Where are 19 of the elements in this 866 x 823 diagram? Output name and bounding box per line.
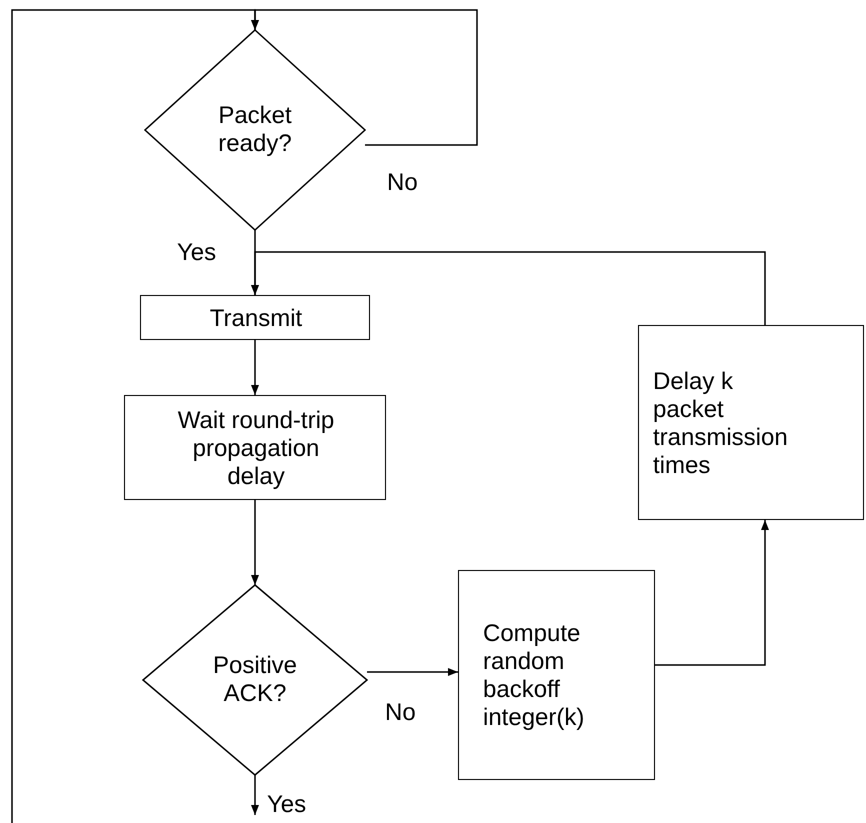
node-text: Compute random backoff integer(k) bbox=[483, 620, 586, 732]
process-box bbox=[638, 325, 864, 520]
arrow bbox=[655, 520, 769, 666]
arrow bbox=[251, 251, 766, 325]
process-box bbox=[458, 570, 655, 780]
node-text: Transmit bbox=[208, 304, 304, 332]
arrow bbox=[251, 500, 259, 585]
decision-diamond bbox=[145, 30, 365, 230]
arrow bbox=[251, 9, 478, 146]
process-box bbox=[140, 295, 370, 340]
arrow bbox=[251, 340, 259, 395]
node-text: Delay k packet transmission times bbox=[653, 368, 789, 480]
arrow bbox=[367, 668, 458, 676]
node-text: Wait round-trip propagation delay bbox=[176, 406, 336, 490]
arrow bbox=[251, 775, 259, 815]
node-text: Positive ACK? bbox=[212, 652, 298, 708]
node-text: Packet ready? bbox=[217, 102, 293, 158]
decision-diamond bbox=[143, 585, 367, 775]
process-box bbox=[124, 395, 386, 500]
